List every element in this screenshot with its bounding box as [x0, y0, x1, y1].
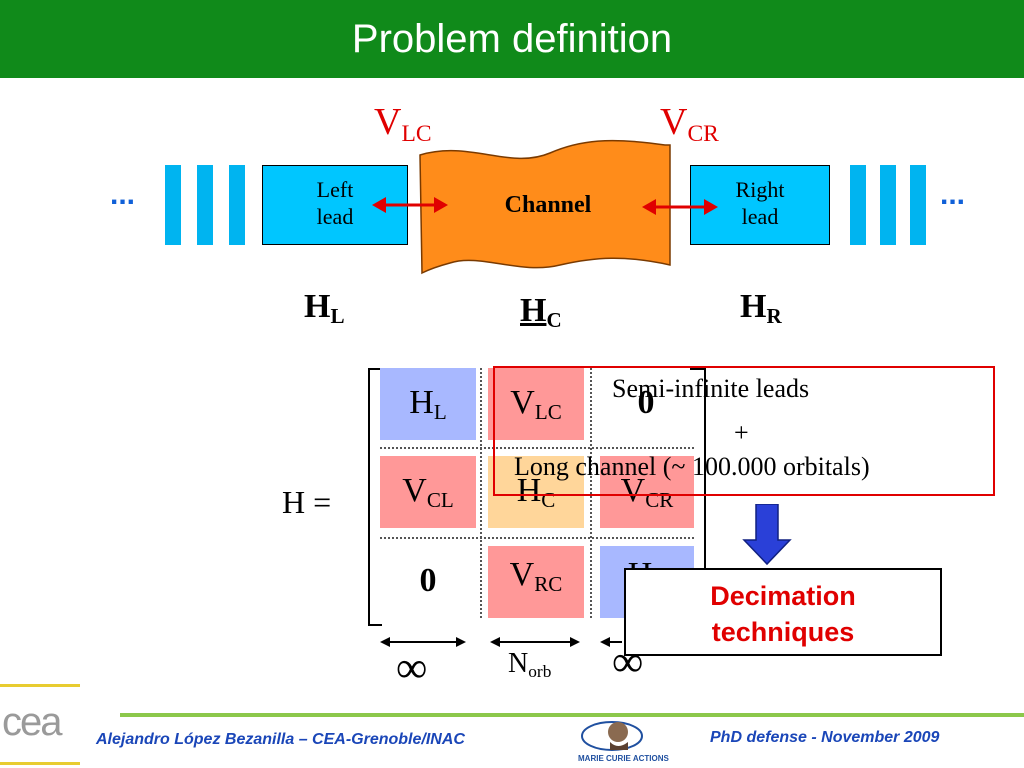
channel-label: Channel [504, 192, 592, 218]
hr-sub: R [766, 304, 782, 329]
cell-r1c3: 0 [598, 368, 694, 440]
left-bar-2 [197, 165, 213, 245]
cell-r3c2: VRC [488, 546, 584, 618]
left-lead-line2: lead [316, 204, 354, 229]
right-lead-line1: Right [735, 177, 785, 202]
cell-r2c1: VCL [380, 456, 476, 528]
decimation-box: Decimation techniques [624, 568, 942, 656]
cell-r2c3: VCR [600, 456, 694, 528]
hl-main: H [304, 288, 331, 325]
footer-author: Alejandro López Bezanilla – CEA-Grenoble… [96, 731, 465, 748]
slide-title: Problem definition [351, 17, 673, 61]
cell-r1c1: HL [380, 368, 476, 440]
hc-main: H [520, 292, 547, 329]
footer-rule-bottom-left [0, 762, 80, 765]
footer-event: PhD defense - November 2009 [710, 729, 940, 746]
cell-r3c1: 0 [380, 546, 476, 618]
width-arrows [380, 637, 622, 647]
cell-r2c2: HC [488, 456, 584, 528]
cell-r2c1-sub: CL [426, 488, 454, 513]
left-coupling-arrow [372, 197, 448, 213]
right-bar-1 [850, 165, 866, 245]
decimation-line2: techniques [711, 617, 855, 647]
callout-frame [493, 366, 995, 496]
matrix-left-bracket [368, 368, 382, 626]
grid-hline-1 [380, 447, 694, 449]
callout-line2: + [734, 418, 749, 447]
cell-r1c3-main: 0 [637, 384, 655, 421]
title-bar [0, 0, 1024, 78]
marie-curie-logo-icon [581, 721, 643, 751]
footer-rule-top-left [0, 684, 80, 687]
right-bar-3 [910, 165, 926, 245]
vcr-sub: CR [687, 121, 719, 148]
marie-curie-text: MARIE CURIE ACTIONS [578, 754, 669, 763]
hl-sub: L [330, 304, 345, 329]
norb-sub: orb [528, 662, 552, 682]
cea-logo: cea [2, 700, 62, 744]
hr-label: HR [740, 288, 782, 329]
cell-r3c2-main: V [509, 556, 535, 593]
grid-vline-1 [480, 368, 482, 618]
cell-r1c2-sub: LC [534, 400, 562, 425]
grid-vline-2 [590, 368, 592, 618]
matrix-lhs: H = [282, 484, 332, 520]
hc-label: HC [520, 292, 562, 333]
infinity-right: ∞ [612, 637, 644, 686]
left-bar-3 [229, 165, 245, 245]
hc-sub: C [546, 308, 562, 333]
cell-r1c1-main: H [409, 384, 434, 421]
cell-r2c1-main: V [402, 472, 427, 509]
decimation-line1: Decimation [710, 581, 856, 611]
infinity-left: ∞ [396, 643, 428, 692]
right-coupling-arrow [642, 199, 718, 215]
right-lead-line2: lead [741, 204, 779, 229]
cell-r2c3-main: V [620, 472, 646, 509]
vlc-main: V [374, 101, 402, 143]
right-bar-2 [880, 165, 896, 245]
callout-line1: Semi-infinite leads [612, 374, 810, 403]
right-ellipsis: ... [940, 178, 966, 211]
vcr-label-top: VCR [660, 100, 719, 148]
cell-r1c2-main: V [510, 384, 535, 421]
norb-main: N [508, 648, 529, 679]
cell-r2c2-main: H [516, 472, 542, 509]
footer-rule [120, 713, 1024, 717]
left-bar-1 [165, 165, 181, 245]
cell-r1c2: VLC [488, 368, 584, 440]
vlc-sub: LC [401, 121, 432, 148]
callout-line3: Long channel (~ 100.000 orbitals) [514, 452, 870, 481]
right-lead-box: Right lead [690, 165, 830, 245]
hl-label: HL [304, 288, 345, 329]
cell-r3c2-sub: RC [534, 572, 563, 597]
left-ellipsis: ... [110, 178, 136, 211]
cell-r1c1-sub: L [433, 400, 447, 425]
vlc-label-top: VLC [374, 100, 432, 148]
channel-shape [419, 139, 671, 275]
cell-r2c3-sub: CR [645, 488, 674, 513]
cell-r3c1-main: 0 [419, 562, 437, 599]
grid-hline-2 [380, 537, 694, 539]
norb-label: Norb [508, 648, 552, 682]
hr-main: H [740, 288, 767, 325]
left-lead-line1: Left [316, 177, 354, 202]
down-arrow-icon [742, 504, 792, 566]
vcr-main: V [660, 101, 688, 143]
